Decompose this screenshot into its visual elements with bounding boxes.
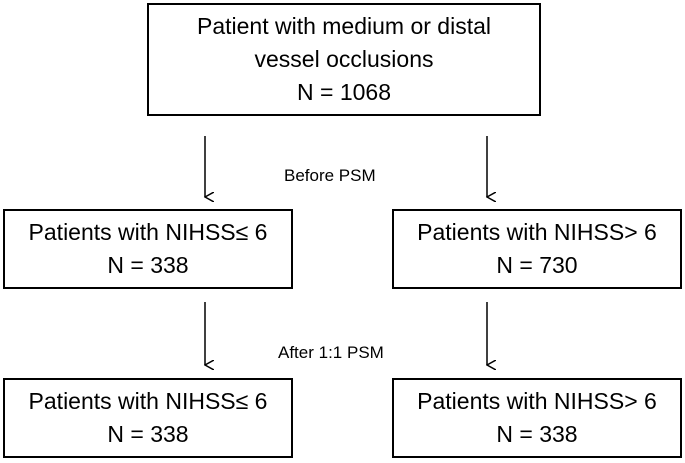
after-left-box: Patients with NIHSS≤ 6 N = 338 (3, 378, 293, 458)
top-box-count: N = 1068 (297, 79, 391, 105)
after-right-count: N = 338 (496, 421, 578, 447)
before-left-count: N = 338 (107, 252, 189, 278)
before-left-label: Patients with NIHSS≤ 6 (28, 219, 268, 245)
after-left-count: N = 338 (107, 421, 189, 447)
stage-label-before-psm: Before PSM (284, 166, 376, 185)
top-box-line1: Patient with medium or distal (196, 13, 491, 39)
before-right-label: Patients with NIHSS> 6 (417, 219, 657, 245)
after-right-label: Patients with NIHSS> 6 (417, 388, 657, 414)
top-box: Patient with medium or distal vessel occ… (147, 3, 541, 116)
stage-label-after-psm: After 1:1 PSM (278, 343, 384, 362)
top-box-line2: vessel occlusions (254, 46, 434, 72)
after-right-box: Patients with NIHSS> 6 N = 338 (392, 378, 682, 458)
before-right-box: Patients with NIHSS> 6 N = 730 (392, 209, 682, 289)
before-right-count: N = 730 (496, 252, 578, 278)
before-left-box: Patients with NIHSS≤ 6 N = 338 (3, 209, 293, 289)
after-left-label: Patients with NIHSS≤ 6 (28, 388, 268, 414)
